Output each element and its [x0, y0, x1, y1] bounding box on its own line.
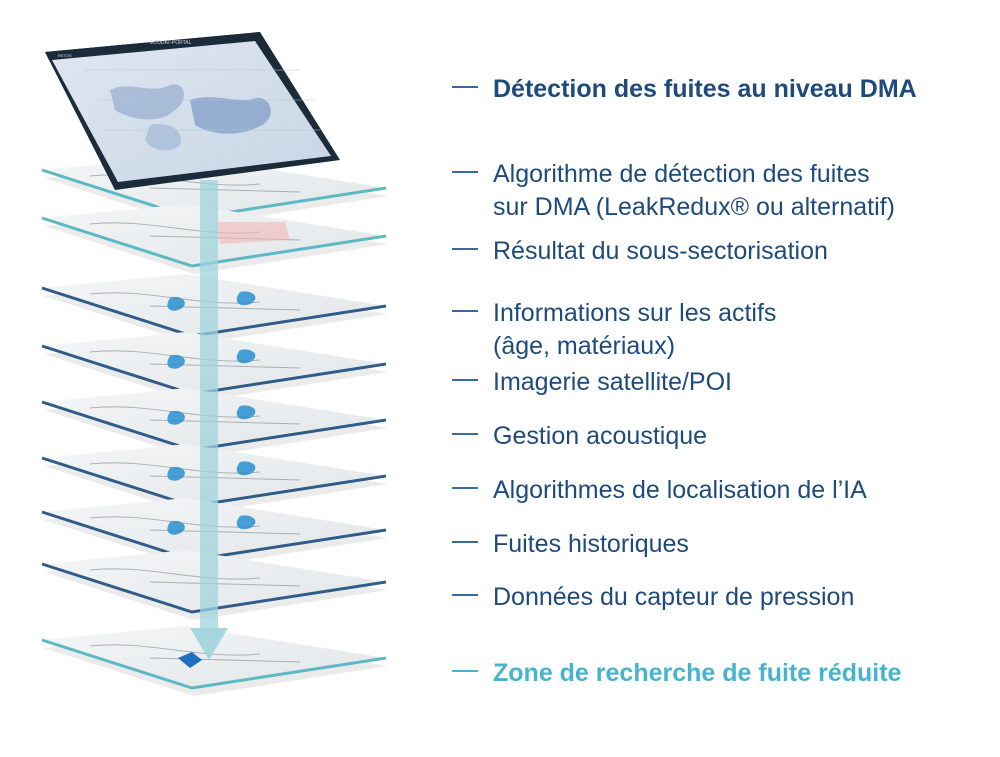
legend-label-line: Imagerie satellite/POI [493, 368, 732, 396]
legend-item: Algorithmes de localisation de l’IA [452, 474, 867, 507]
legend-label-line: (âge, matériaux) [493, 332, 676, 360]
legend-item: Gestion acoustique [452, 420, 707, 453]
dash-marker [452, 541, 478, 543]
legend-label-line: Zone de recherche de fuite réduite [493, 659, 902, 687]
legend-item: Résultat du sous-sectorisation [452, 235, 828, 268]
dash-marker [452, 171, 478, 173]
legend-label: Détection des fuites au niveau DMA [493, 73, 917, 106]
legend-item: Zone de recherche de fuite réduite [452, 657, 901, 690]
reduced-zone-layer [41, 626, 388, 696]
legend-label: Algorithmes de localisation de l’IA [493, 474, 867, 507]
dash-marker [452, 670, 478, 672]
portal-screen: ECODAT-PORTAL RETOS [45, 32, 340, 190]
layer-stack-svg: ECODAT-PORTAL RETOS [41, 32, 388, 696]
dash-marker [452, 310, 478, 312]
legend-label: Fuites historiques [493, 528, 689, 561]
dash-marker [452, 248, 478, 250]
legend-label-line: Détection des fuites au niveau DMA [493, 75, 917, 103]
dash-marker [452, 594, 478, 596]
layer-stack-illustration: ECODAT-PORTAL RETOS [0, 0, 420, 757]
downward-arrow [190, 180, 228, 660]
legend-item: Algorithme de détection des fuites sur DM… [452, 158, 895, 224]
legend-item: Fuites historiques [452, 528, 689, 561]
legend-item: Imagerie satellite/POI [452, 366, 732, 399]
dash-marker [452, 487, 478, 489]
dash-marker [452, 379, 478, 381]
legend-label-line: Algorithmes de localisation de l’IA [493, 476, 867, 504]
legend-item: Informations sur les actifs (âge, matéria… [452, 297, 776, 363]
dash-marker [452, 86, 478, 88]
legend-label-line: Algorithme de détection des fuites [493, 160, 870, 188]
legend-label: Algorithme de détection des fuites sur DM… [493, 158, 895, 224]
dash-marker [452, 433, 478, 435]
legend-label: Gestion acoustique [493, 420, 707, 453]
legend-label-line: Informations sur les actifs [493, 299, 777, 327]
legend-label-line: Résultat du sous-sectorisation [493, 237, 828, 265]
legend-label: Résultat du sous-sectorisation [493, 235, 828, 268]
legend-item: Détection des fuites au niveau DMA [452, 73, 917, 106]
legend-item: Données du capteur de pression [452, 581, 854, 614]
legend-label: Informations sur les actifs (âge, matéria… [493, 297, 776, 363]
legend-label-line: Données du capteur de pression [493, 583, 855, 611]
legend-label: Imagerie satellite/POI [493, 366, 732, 399]
screen-nav: RETOS [58, 53, 72, 58]
legend-label-line: Gestion acoustique [493, 422, 708, 450]
legend-label-line: Fuites historiques [493, 530, 689, 558]
screen-title: ECODAT-PORTAL [150, 40, 192, 46]
legend-label-line: sur DMA (LeakRedux® ou alternatif) [493, 193, 895, 221]
legend-label: Zone de recherche de fuite réduite [493, 657, 901, 690]
legend-label: Données du capteur de pression [493, 581, 854, 614]
